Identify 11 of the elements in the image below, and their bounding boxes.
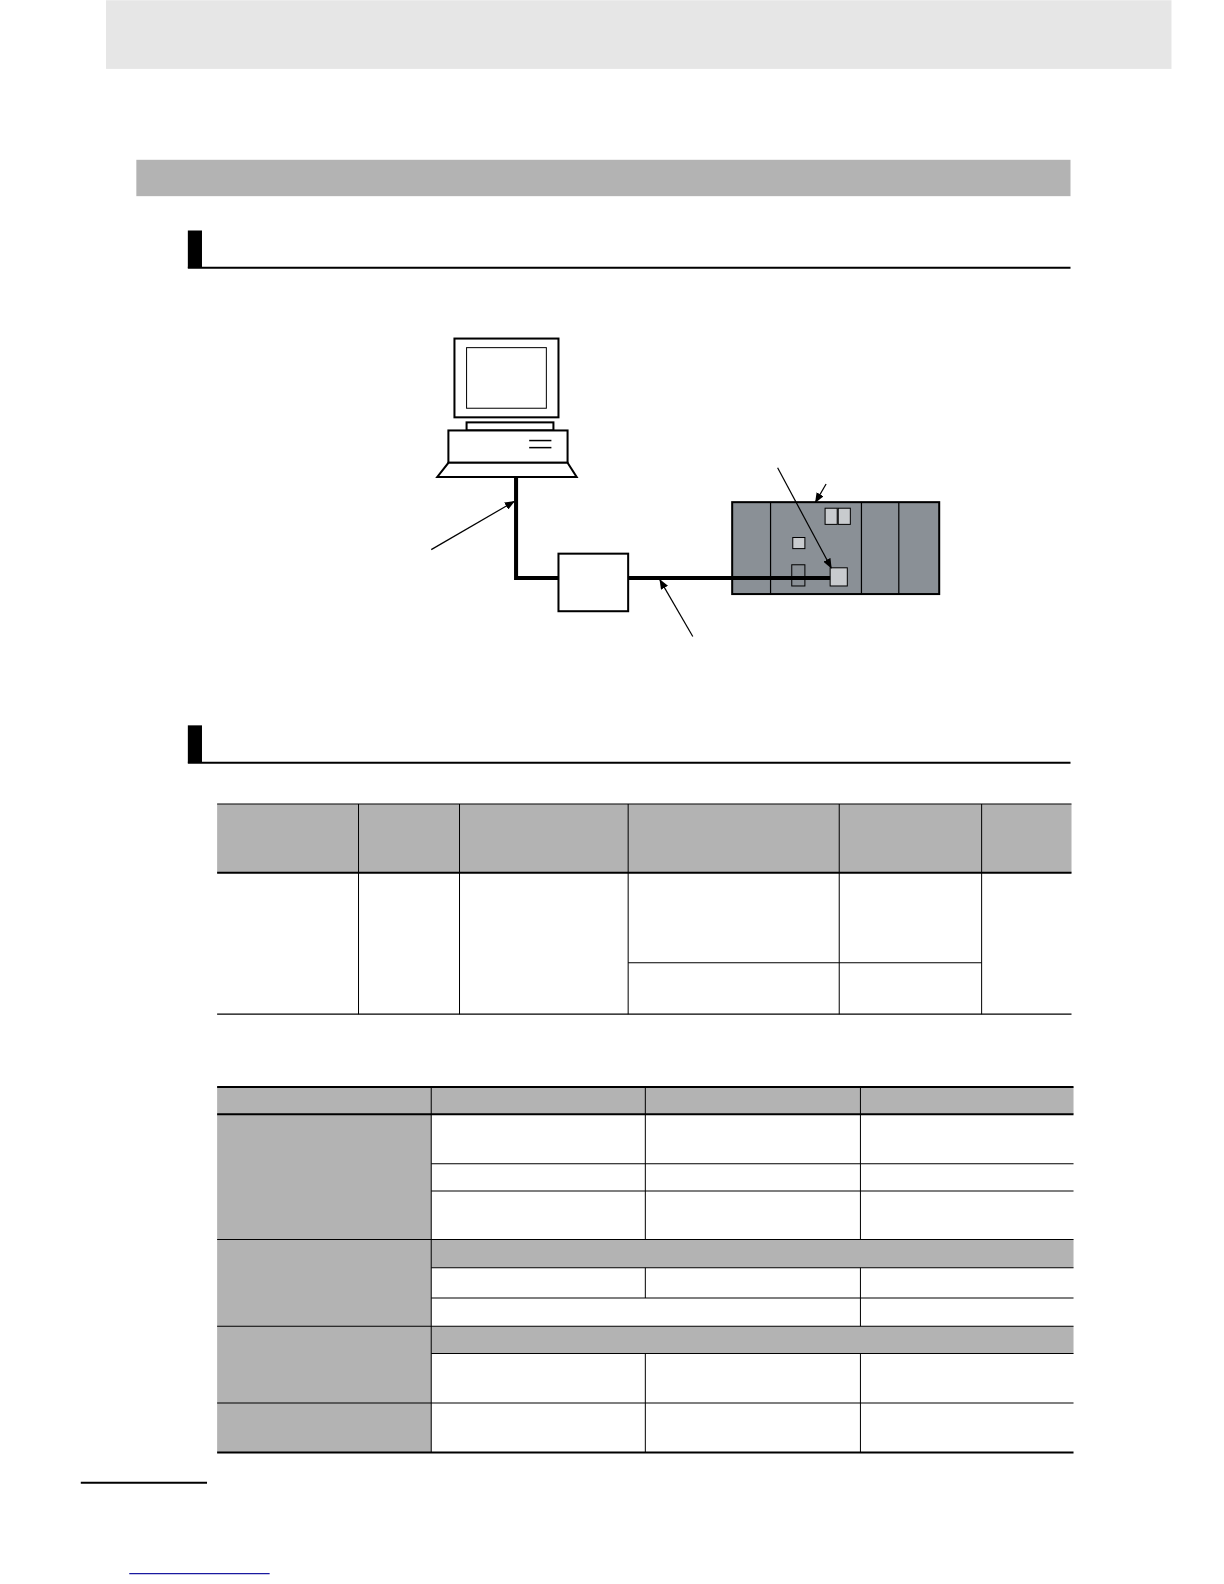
leader-line: [659, 579, 694, 638]
cable: [628, 575, 831, 580]
leader-line: [814, 483, 827, 504]
cable: [514, 476, 559, 580]
leader-line: [777, 467, 832, 569]
computer-drawing: [435, 337, 579, 478]
interface-box: [557, 552, 630, 613]
section-banner: [136, 159, 1071, 197]
controller-rack-drawing: [731, 501, 941, 596]
port-socket: [829, 567, 848, 587]
leader-line: [430, 500, 515, 551]
